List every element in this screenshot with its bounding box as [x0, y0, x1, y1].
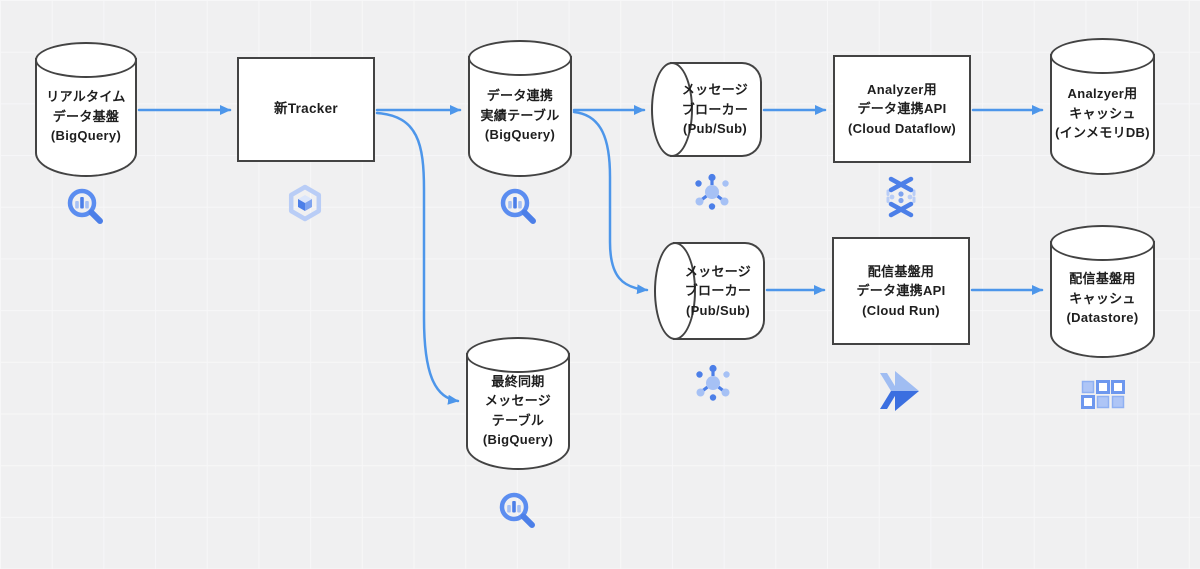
- gke-hexagon-cube-icon: [283, 181, 327, 230]
- node-analyzer-cache-label: Analzyer用 キャッシュ (インメモリDB): [1055, 86, 1150, 141]
- node-tracker: 新Tracker: [237, 57, 375, 162]
- arrow-tracker-to-finalsync: [375, 111, 460, 405]
- node-delivery-cache: 配信基盤用 キャッシュ (Datastore): [1050, 225, 1155, 358]
- node-delivery-api: 配信基盤用 データ連携API (Cloud Run): [832, 237, 970, 345]
- node-data-link-table-label: データ連携 実績テーブル (BigQuery): [480, 88, 560, 143]
- node-final-sync-table-label: 最終同期 メッセージ テーブル (BigQuery): [482, 373, 554, 448]
- arrow-datalink-to-broker2: [572, 110, 649, 295]
- bigquery-icon: [64, 185, 108, 234]
- node-final-sync-table: 最終同期 メッセージ テーブル (BigQuery): [466, 337, 570, 470]
- bigquery-icon: [497, 185, 541, 234]
- pubsub-icon: [690, 171, 734, 220]
- node-message-broker-1: メッセージ ブローカー (Pub/Sub): [651, 62, 762, 157]
- cloud-run-icon: [874, 370, 922, 419]
- node-analyzer-cache: Analzyer用 キャッシュ (インメモリDB): [1050, 38, 1155, 175]
- node-realtime-db: リアルタイム データ基盤 (BigQuery): [35, 42, 137, 177]
- node-data-link-table: データ連携 実績テーブル (BigQuery): [468, 40, 572, 177]
- node-delivery-api-label: 配信基盤用 データ連携API (Cloud Run): [856, 263, 946, 318]
- node-message-broker-2-label: メッセージ ブローカー (Pub/Sub): [684, 263, 752, 318]
- datastore-icon: [1080, 379, 1126, 418]
- node-message-broker-2: メッセージ ブローカー (Pub/Sub): [654, 242, 765, 340]
- node-message-broker-1-label: メッセージ ブローカー (Pub/Sub): [681, 82, 749, 137]
- node-analyzer-api-label: Analyzer用 データ連携API (Cloud Dataflow): [847, 81, 957, 136]
- bigquery-icon: [496, 489, 540, 538]
- node-realtime-db-label: リアルタイム データ基盤 (BigQuery): [46, 89, 126, 144]
- node-delivery-cache-label: 配信基盤用 キャッシュ (Datastore): [1066, 271, 1139, 326]
- node-tracker-label: 新Tracker: [274, 101, 338, 117]
- dataflow-icon: [879, 175, 923, 224]
- node-analyzer-api: Analyzer用 データ連携API (Cloud Dataflow): [833, 55, 971, 163]
- pubsub-icon: [691, 362, 735, 411]
